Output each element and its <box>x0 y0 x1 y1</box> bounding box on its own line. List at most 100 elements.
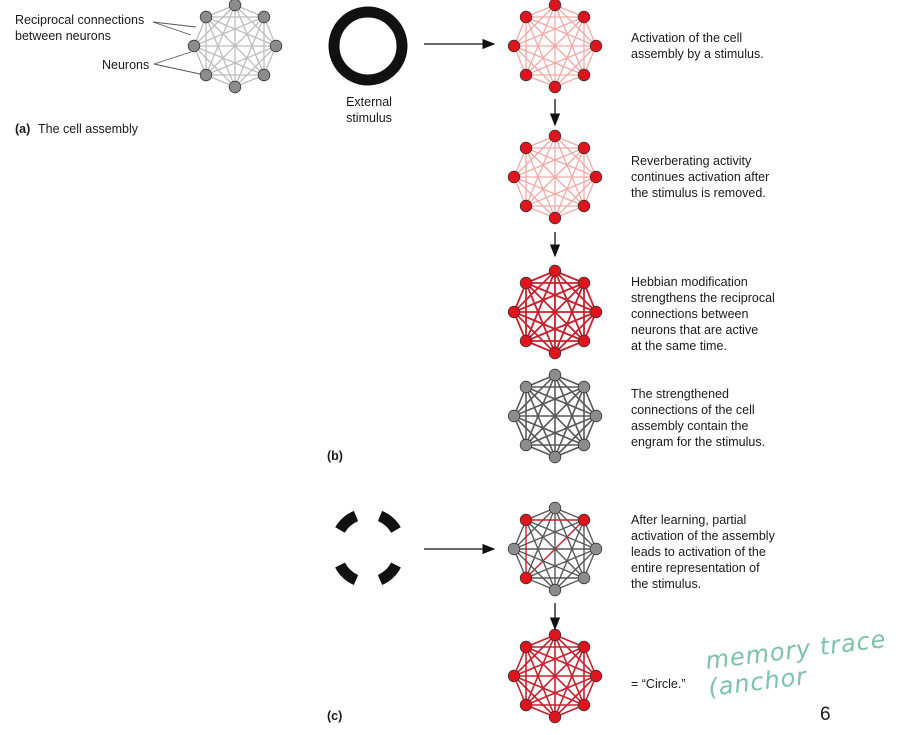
active-neuron-node <box>577 68 591 82</box>
connection-line <box>525 646 585 706</box>
connection-line <box>525 646 597 677</box>
external-stimulus-circle <box>328 6 408 86</box>
network-hebbian <box>507 264 603 360</box>
connection-line <box>513 415 556 458</box>
step-hebbian-text: Hebbian modification strengthens the rec… <box>631 275 775 353</box>
neuron-node <box>577 380 591 394</box>
active-neuron-node <box>519 698 533 712</box>
circle-equals-text: = “Circle.” <box>631 677 686 691</box>
connection-line <box>525 519 597 550</box>
connection-line <box>525 16 585 76</box>
active-neuron-node <box>589 170 603 184</box>
active-neuron-node <box>577 276 591 290</box>
neuron-node <box>228 0 242 12</box>
panel-a-caption: The cell assembly <box>38 122 139 136</box>
neuron-node <box>589 409 603 423</box>
active-neuron-node <box>548 80 562 94</box>
connection-line <box>525 519 585 579</box>
connection-line <box>513 45 556 88</box>
connection-line <box>525 16 597 47</box>
network-panel-a <box>187 0 283 94</box>
connection-line <box>525 386 585 446</box>
neuron-node <box>548 368 562 382</box>
connection-line <box>525 147 556 219</box>
neuron-node <box>548 450 562 464</box>
neuron-node <box>577 438 591 452</box>
panel-a-letter: (a) <box>15 122 31 136</box>
active-neuron-node <box>577 513 591 527</box>
label-reciprocal-connections: Reciprocal connections between neurons <box>15 13 145 43</box>
neuron-node <box>257 10 271 24</box>
panel-c-letter: (c) <box>327 709 343 723</box>
active-neuron-node <box>507 669 521 683</box>
active-neuron-node <box>548 129 562 143</box>
active-neuron-node <box>548 710 562 724</box>
active-neuron-node <box>519 640 533 654</box>
connection-line <box>525 16 556 88</box>
network-full-activation <box>507 628 603 724</box>
connection-line <box>513 548 556 591</box>
active-neuron-node <box>577 334 591 348</box>
active-neuron-node <box>507 170 521 184</box>
active-neuron-node <box>577 10 591 24</box>
connection-line <box>193 45 236 88</box>
active-neuron-node <box>589 669 603 683</box>
active-neuron-node <box>577 640 591 654</box>
connection-line <box>525 147 585 207</box>
active-neuron-node <box>548 264 562 278</box>
step-activation-text: Activation of the cell assembly by a sti… <box>631 31 764 61</box>
connection-line <box>205 16 277 47</box>
panel-b-letter: (b) <box>327 449 343 463</box>
active-neuron-node <box>548 628 562 642</box>
neuron-node <box>548 583 562 597</box>
network-engram <box>507 368 603 464</box>
neuron-node <box>577 571 591 585</box>
neuron-node <box>507 409 521 423</box>
active-neuron-node <box>548 0 562 12</box>
active-neuron-node <box>548 346 562 360</box>
network-activation <box>507 0 603 94</box>
connection-line <box>525 282 556 354</box>
neuron-node <box>187 39 201 53</box>
connection-line <box>525 282 597 313</box>
active-neuron-node <box>519 141 533 155</box>
active-neuron-node <box>548 211 562 225</box>
step-engram-text: The strengthened connections of the cell… <box>631 387 766 449</box>
connection-line <box>525 386 556 458</box>
network-reverberating <box>507 129 603 225</box>
partial-stimulus-circle <box>335 510 401 586</box>
label-pointer-lines <box>152 21 201 75</box>
active-neuron-node <box>589 39 603 53</box>
connection-line <box>513 176 556 219</box>
connection-line <box>205 16 236 88</box>
active-neuron-node <box>589 305 603 319</box>
connection-line <box>205 16 265 76</box>
label-neurons: Neurons <box>102 58 150 72</box>
connection-line <box>513 675 556 718</box>
neuron-node <box>199 68 213 82</box>
neuron-node <box>269 39 283 53</box>
connection-line <box>525 147 597 178</box>
active-neuron-node <box>507 39 521 53</box>
connection-line <box>525 646 556 718</box>
neuron-node <box>519 438 533 452</box>
neuron-node <box>199 10 213 24</box>
active-neuron-node <box>577 199 591 213</box>
network-partial-activation <box>507 501 603 597</box>
step-partial-activation-text: After learning, partial activation of th… <box>631 513 775 591</box>
neuron-node <box>257 68 271 82</box>
neuron-node <box>507 542 521 556</box>
neuron-node <box>589 542 603 556</box>
active-neuron-node <box>519 199 533 213</box>
active-neuron-node <box>519 10 533 24</box>
active-neuron-node <box>507 305 521 319</box>
active-neuron-node <box>577 141 591 155</box>
neuron-node <box>548 501 562 515</box>
active-neuron-node <box>519 571 533 585</box>
page-number: 6 <box>820 704 831 725</box>
external-stimulus-label: External stimulus <box>346 95 392 125</box>
connection-line <box>513 311 556 354</box>
connection-line <box>525 386 597 417</box>
connection-line <box>525 282 585 342</box>
